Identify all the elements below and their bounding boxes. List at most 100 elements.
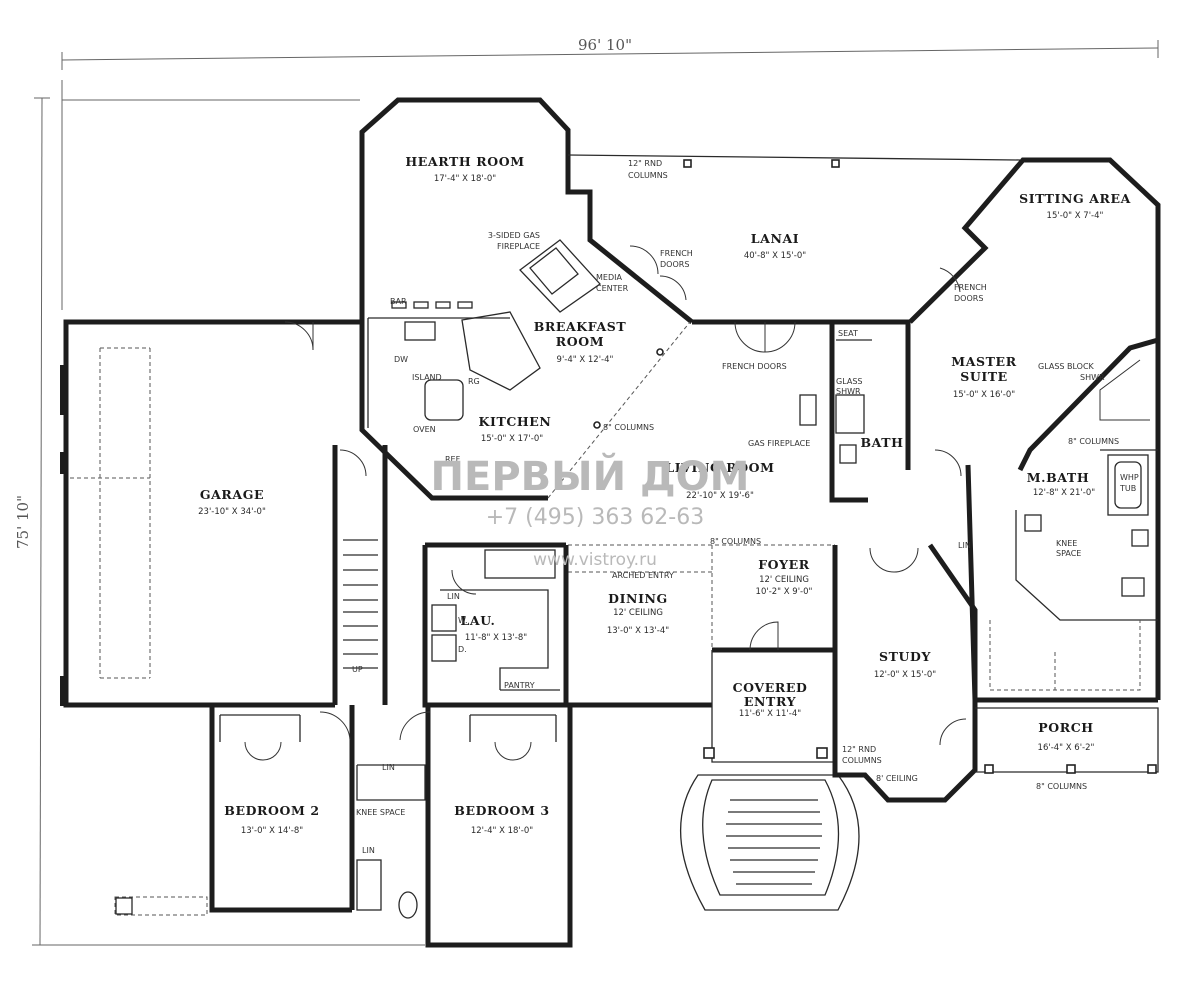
- island-label: ISLAND: [412, 373, 442, 382]
- master-bath-name: M.BATH: [1027, 470, 1089, 485]
- bedroom-3-name: BEDROOM 3: [454, 803, 549, 818]
- bedroom-3-size: 12'-4" X 18'-0": [471, 826, 533, 836]
- garage-size: 23'-10" X 34'-0": [198, 507, 266, 517]
- dishwasher-label: DW: [394, 355, 408, 364]
- oven-label: OVEN: [413, 425, 436, 434]
- study-size: 12'-0" X 15'-0": [874, 670, 936, 680]
- french-doors-lanai-1: FRENCH: [660, 249, 693, 258]
- french-doors-master-2: DOORS: [954, 294, 983, 303]
- pantry-label: PANTRY: [504, 681, 535, 690]
- dimension-lines: [32, 40, 1159, 946]
- covered-entry-size: 11'-6" X 11'-4": [739, 709, 801, 719]
- garage-walls: [60, 319, 363, 708]
- watermark-phone: +7 (495) 363 62-63: [486, 505, 705, 530]
- french-doors-living: FRENCH DOORS: [722, 362, 787, 371]
- master-columns-note: 8" COLUMNS: [1068, 437, 1119, 446]
- study-columns-note-2: COLUMNS: [842, 756, 882, 765]
- porch-size: 16'-4" X 6'-2": [1038, 743, 1095, 753]
- dining-ceiling: 12' CEILING: [613, 608, 663, 618]
- kitchen-name: KITCHEN: [479, 414, 552, 429]
- master-suite-size: 15'-0" X 16'-0": [953, 390, 1015, 400]
- covered-entry-name-2: ENTRY: [744, 694, 797, 709]
- porch-columns-note: 8" COLUMNS: [1036, 782, 1087, 791]
- hearth-room-size: 17'-4" X 18'-0": [434, 174, 496, 184]
- lanai-size: 40'-8" X 15'-0": [744, 251, 806, 261]
- mbath-knee-1: KNEE: [1056, 539, 1077, 548]
- glass-shower-2: SHWR: [836, 387, 861, 396]
- foyer-name: FOYER: [758, 557, 810, 572]
- master-walls: [908, 157, 1161, 703]
- mbath-knee-2: SPACE: [1056, 549, 1081, 558]
- glass-block-shower-2: SHWR: [1080, 373, 1105, 382]
- laundry-size: 11'-8" X 13'-8": [465, 633, 527, 643]
- arched-entry-label: ARCHED ENTRY: [612, 571, 674, 580]
- lanai-walls: [567, 154, 1021, 353]
- gas-fireplace-label: GAS FIREPLACE: [748, 439, 810, 448]
- whirlpool-tub-1: WHP: [1120, 473, 1139, 482]
- ref-label: REF: [445, 455, 461, 464]
- lanai-columns-note-1: 12" RND: [628, 159, 662, 168]
- study-columns-note-1: 12" RND: [842, 745, 876, 754]
- breakfast-name: BREAKFAST: [534, 319, 627, 334]
- fireplace-note-1: 3-SIDED GAS: [488, 231, 540, 240]
- master-bath-size: 12'-8" X 21'-0": [1033, 488, 1095, 498]
- foyer-ceiling: 12' CEILING: [759, 575, 809, 585]
- foyer-size: 10'-2" X 9'-0": [756, 587, 813, 597]
- living-room-size: 22'-10" X 19'-6": [686, 491, 754, 501]
- width-dimension: 96' 10": [578, 36, 632, 54]
- annotations: 12" RND COLUMNS 3-SIDED GAS FIREPLACE ME…: [352, 159, 1139, 855]
- dining-name: DINING: [608, 591, 668, 606]
- hearth-kitchen-walls: [359, 97, 694, 501]
- stair-up-label: UP: [352, 665, 363, 674]
- stair-hall: [332, 445, 388, 705]
- french-doors-lanai-2: DOORS: [660, 260, 689, 269]
- bath-lin: LIN: [362, 846, 375, 855]
- bedroom-2-size: 13'-0" X 14'-8": [241, 826, 303, 836]
- glass-shower-1: GLASS: [836, 377, 862, 386]
- dryer-label: D.: [458, 645, 467, 654]
- media-center-note-1: MEDIA: [596, 273, 622, 282]
- range-label: RG: [468, 377, 480, 386]
- bedroom-2-name: BEDROOM 2: [224, 803, 319, 818]
- sitting-area-name: SITTING AREA: [1019, 191, 1131, 206]
- watermark-brand: ПЕРВЫЙ ДОМ: [431, 452, 750, 500]
- depth-dimension: 75' 10": [14, 495, 32, 549]
- bar-label: BAR: [390, 297, 407, 306]
- covered-entry: [679, 650, 860, 911]
- master-suite-name: MASTER: [951, 354, 1016, 369]
- porch-name: PORCH: [1038, 720, 1093, 735]
- french-doors-master-1: FRENCH: [954, 283, 987, 292]
- mbath-lin: LIN: [958, 541, 971, 550]
- kitchen-columns-note: 8" COLUMNS: [603, 423, 654, 432]
- glass-block-shower-1: GLASS BLOCK: [1038, 362, 1095, 371]
- study-name: STUDY: [879, 649, 931, 664]
- whirlpool-tub-2: TUB: [1119, 484, 1136, 493]
- breakfast-name-2: ROOM: [556, 334, 604, 349]
- bath-knee-space: KNEE SPACE: [356, 808, 405, 817]
- media-center-note-2: CENTER: [596, 284, 629, 293]
- center-bath-walls: [799, 322, 911, 503]
- hearth-room-name: HEARTH ROOM: [405, 154, 524, 169]
- kitchen-size: 15'-0" X 17'-0": [481, 434, 543, 444]
- garage-name: GARAGE: [200, 487, 264, 502]
- covered-entry-name: COVERED: [733, 680, 808, 695]
- hall-lin: LIN: [382, 763, 395, 772]
- bedroom-walls: [114, 705, 573, 948]
- study-walls: [832, 543, 978, 803]
- seat-label: SEAT: [838, 329, 858, 338]
- watermark-url: www.vistroy.ru: [533, 550, 657, 570]
- breakfast-size: 9'-4" X 12'-4": [557, 355, 614, 365]
- living-room-name: LIVING ROOM: [665, 460, 774, 475]
- fireplace-note-2: FIREPLACE: [497, 242, 540, 251]
- bath-name: BATH: [860, 435, 903, 450]
- dining-size: 13'-0" X 13'-4": [607, 626, 669, 636]
- master-suite-name-2: SUITE: [960, 369, 1008, 384]
- foyer-columns-note: 8" COLUMNS: [710, 537, 761, 546]
- laundry-name: LAU.: [461, 613, 496, 628]
- porch: [975, 707, 1159, 774]
- laundry-walls: [422, 542, 566, 708]
- lanai-columns-note-2: COLUMNS: [628, 171, 668, 180]
- room-labels: HEARTH ROOM 17'-4" X 18'-0" LANAI 40'-8"…: [198, 154, 1131, 836]
- study-ceiling-note: 8' CEILING: [876, 774, 918, 783]
